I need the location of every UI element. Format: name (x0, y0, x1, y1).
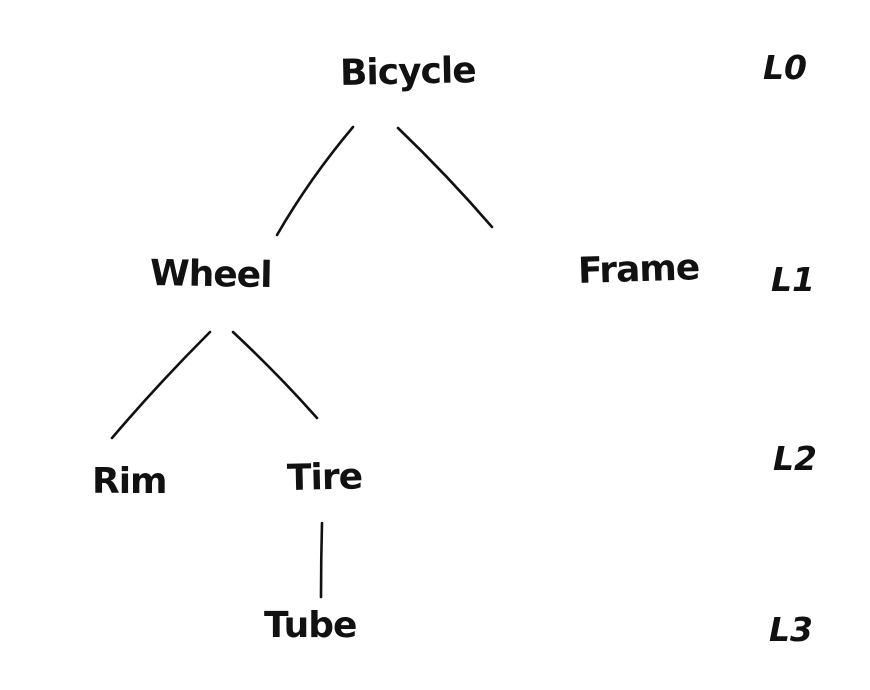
level-label-l1: L1 (771, 260, 815, 299)
edge-wheel-rim (110, 330, 212, 440)
level-label-l3: L3 (769, 610, 813, 649)
edge-bicycle-wheel (275, 125, 355, 237)
node-wheel: Wheel (149, 253, 272, 297)
node-tube: Tube (264, 605, 357, 646)
edge-tire-tube (319, 521, 324, 599)
edge-bicycle-frame (396, 126, 494, 229)
node-bicycle: Bicycle (339, 50, 477, 94)
node-rim: Rim (92, 461, 168, 502)
level-label-l0: L0 (763, 48, 807, 87)
node-frame: Frame (577, 247, 700, 292)
level-label-l2: L2 (773, 439, 817, 478)
edge-wheel-tire (231, 330, 319, 420)
node-tire: Tire (286, 456, 363, 499)
